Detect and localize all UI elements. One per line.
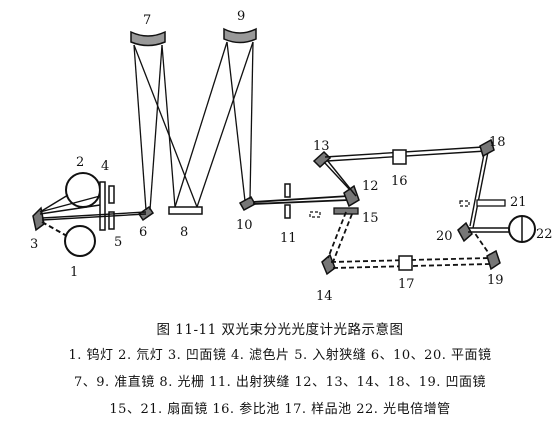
concave-mirror-19: [486, 249, 501, 271]
component-labels: 1 2 3 4 5 6 7 8 9 10 11 12 13 14 15 16 1…: [30, 9, 553, 304]
label-21: 21: [510, 195, 527, 210]
concave-mirror-18: [479, 138, 495, 158]
reference-cell-16: [392, 149, 407, 165]
legend-line-3: 15、21. 扇面镜 16. 参比池 17. 样品池 22. 光电倍增管: [109, 402, 451, 417]
label-7: 7: [143, 13, 151, 28]
label-6: 6: [139, 225, 147, 240]
label-2: 2: [76, 155, 84, 170]
label-15: 15: [362, 211, 379, 226]
optical-path-diagram: 1 2 3 4 5 6 7 8 9 10 11 12 13 14 15 16 1…: [30, 9, 553, 304]
label-9: 9: [237, 9, 245, 24]
source-rays: [39, 194, 147, 221]
sample-beam-dashed: [327, 211, 493, 269]
label-14: 14: [316, 289, 333, 304]
label-22: 22: [536, 227, 553, 242]
beam-to-detector: [468, 227, 509, 233]
label-8: 8: [180, 225, 188, 240]
label-13: 13: [313, 139, 330, 154]
photomultiplier-22: [508, 215, 536, 243]
plane-mirror-10: [238, 195, 257, 212]
label-20: 20: [436, 229, 453, 244]
label-5: 5: [114, 235, 122, 250]
sector-mirror-21: [459, 199, 506, 207]
label-3: 3: [30, 237, 38, 252]
tungsten-ray-dashed: [41, 221, 68, 237]
label-12: 12: [362, 179, 379, 194]
label-4: 4: [101, 159, 109, 174]
filter-4: [99, 181, 106, 231]
label-1: 1: [70, 265, 78, 280]
concave-mirror-12: [343, 184, 360, 208]
deuterium-lamp: [65, 172, 101, 208]
label-19: 19: [487, 273, 504, 288]
legend-line-1: 1. 钨灯 2. 氘灯 3. 凹面镜 4. 滤色片 5. 入射狭缝 6、10、2…: [68, 348, 492, 363]
plane-mirror-20: [457, 221, 473, 243]
label-16: 16: [391, 174, 408, 189]
monochromator-rays: [133, 41, 254, 211]
exit-slit-11: [284, 183, 291, 219]
sample-cell-17: [398, 255, 413, 271]
grating-8: [168, 206, 203, 215]
beam-to-splitter: [252, 195, 350, 205]
figure-title: 图 11-11 双光束分光光度计光路示意图: [156, 322, 404, 338]
tungsten-lamp: [64, 225, 96, 257]
entrance-slit-5: [108, 185, 115, 230]
concave-mirror-13: [312, 150, 332, 169]
label-18: 18: [489, 135, 506, 150]
label-11: 11: [280, 231, 297, 246]
label-17: 17: [398, 277, 415, 292]
collimator-mirror-7: [130, 30, 166, 47]
label-10: 10: [236, 218, 253, 233]
legend-line-2: 7、9. 准直镜 8. 光栅 11. 出射狭缝 12、13、14、18、19. …: [73, 375, 487, 390]
collimator-mirror-9: [223, 27, 257, 44]
